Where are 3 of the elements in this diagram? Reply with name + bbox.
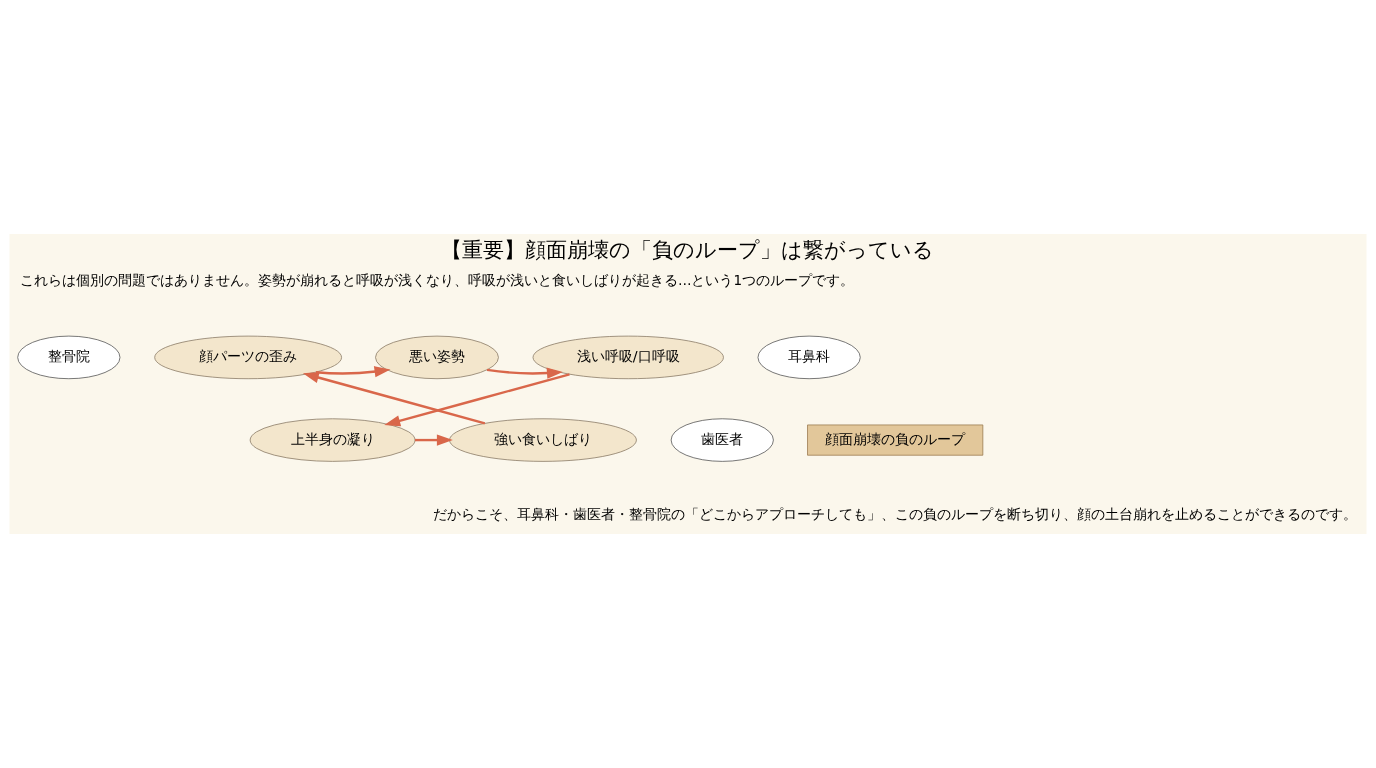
label: だからこそ、耳鼻科・歯医者・整骨院の「どこからアプローチしても」、この負のループを断ち切り、顔の土台崩れを止めることができるのです。 bbox=[433, 506, 1358, 523]
label: これらは個別の問題ではありません。姿勢が崩れると呼吸が浅くなり、呼吸が浅いと食いしばりが起きる…という1つのループです。 bbox=[19, 271, 855, 288]
diagram-title: 【重要】顔面崩壊の「負のループ」は繋がっている bbox=[441, 237, 935, 262]
